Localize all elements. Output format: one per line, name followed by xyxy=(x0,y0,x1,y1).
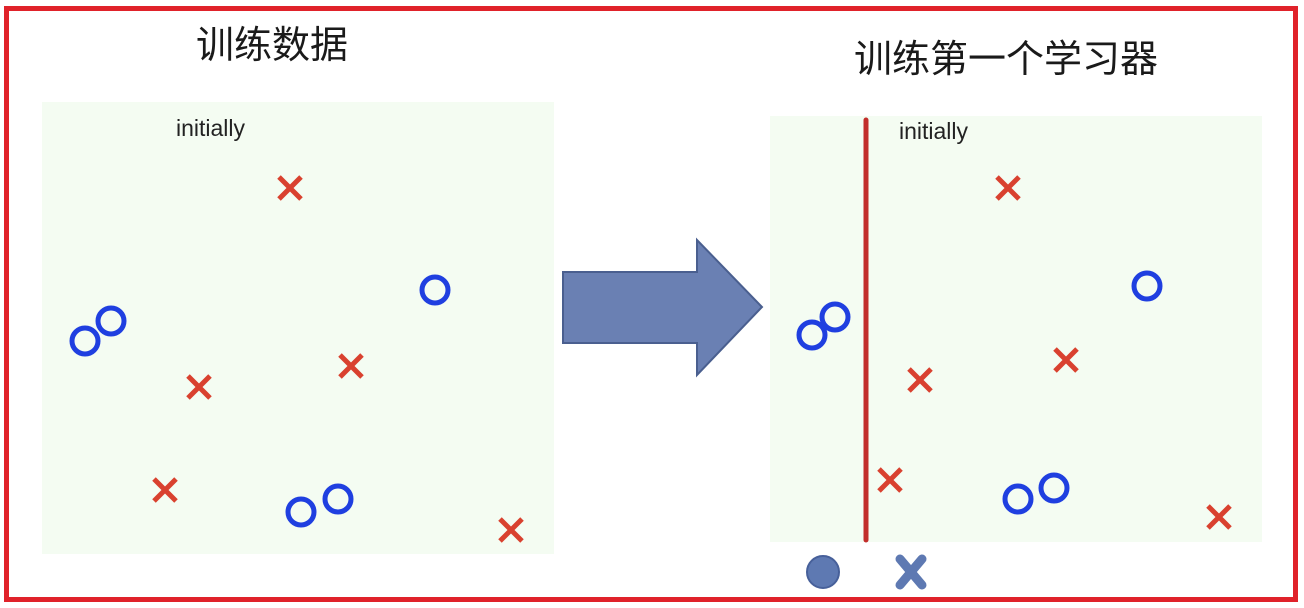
first-learner-cross-point xyxy=(877,467,903,493)
outer-frame xyxy=(4,6,1298,602)
training-data-circle-point xyxy=(322,483,354,515)
first-learner-plot-label: initially xyxy=(899,118,969,144)
training-data-cross-point xyxy=(498,517,524,543)
training-data-cross-point xyxy=(338,353,364,379)
first-learner-title: 训练第一个学习器 xyxy=(854,37,1159,81)
first-learner-circle-point xyxy=(1038,472,1070,504)
first-learner-circle-point xyxy=(796,319,828,351)
training-data-cross-point xyxy=(152,477,178,503)
training-data-circle-point xyxy=(419,274,451,306)
points-layer xyxy=(69,175,1232,543)
first-learner-panel xyxy=(770,116,1262,542)
first-learner-circle-point xyxy=(1002,483,1034,515)
legend-circle-icon xyxy=(806,555,840,589)
transition-arrow xyxy=(562,237,764,378)
first-learner-cross-point xyxy=(1053,347,1079,373)
first-learner-circle-point xyxy=(819,301,851,333)
first-learner-circle-point xyxy=(1131,270,1163,302)
training-data-title: 训练数据 xyxy=(196,23,349,67)
training-data-plot-label: initially xyxy=(176,115,246,141)
first-learner-cross-point xyxy=(1206,504,1232,530)
first-learner-cross-point xyxy=(995,175,1021,201)
training-data-circle-point xyxy=(95,305,127,337)
training-data-cross-point xyxy=(277,175,303,201)
legend-cross-icon xyxy=(895,554,927,590)
training-data-circle-point xyxy=(285,496,317,528)
training-data-cross-point xyxy=(186,374,212,400)
training-data-circle-point xyxy=(69,325,101,357)
first-learner-cross-point xyxy=(907,367,933,393)
